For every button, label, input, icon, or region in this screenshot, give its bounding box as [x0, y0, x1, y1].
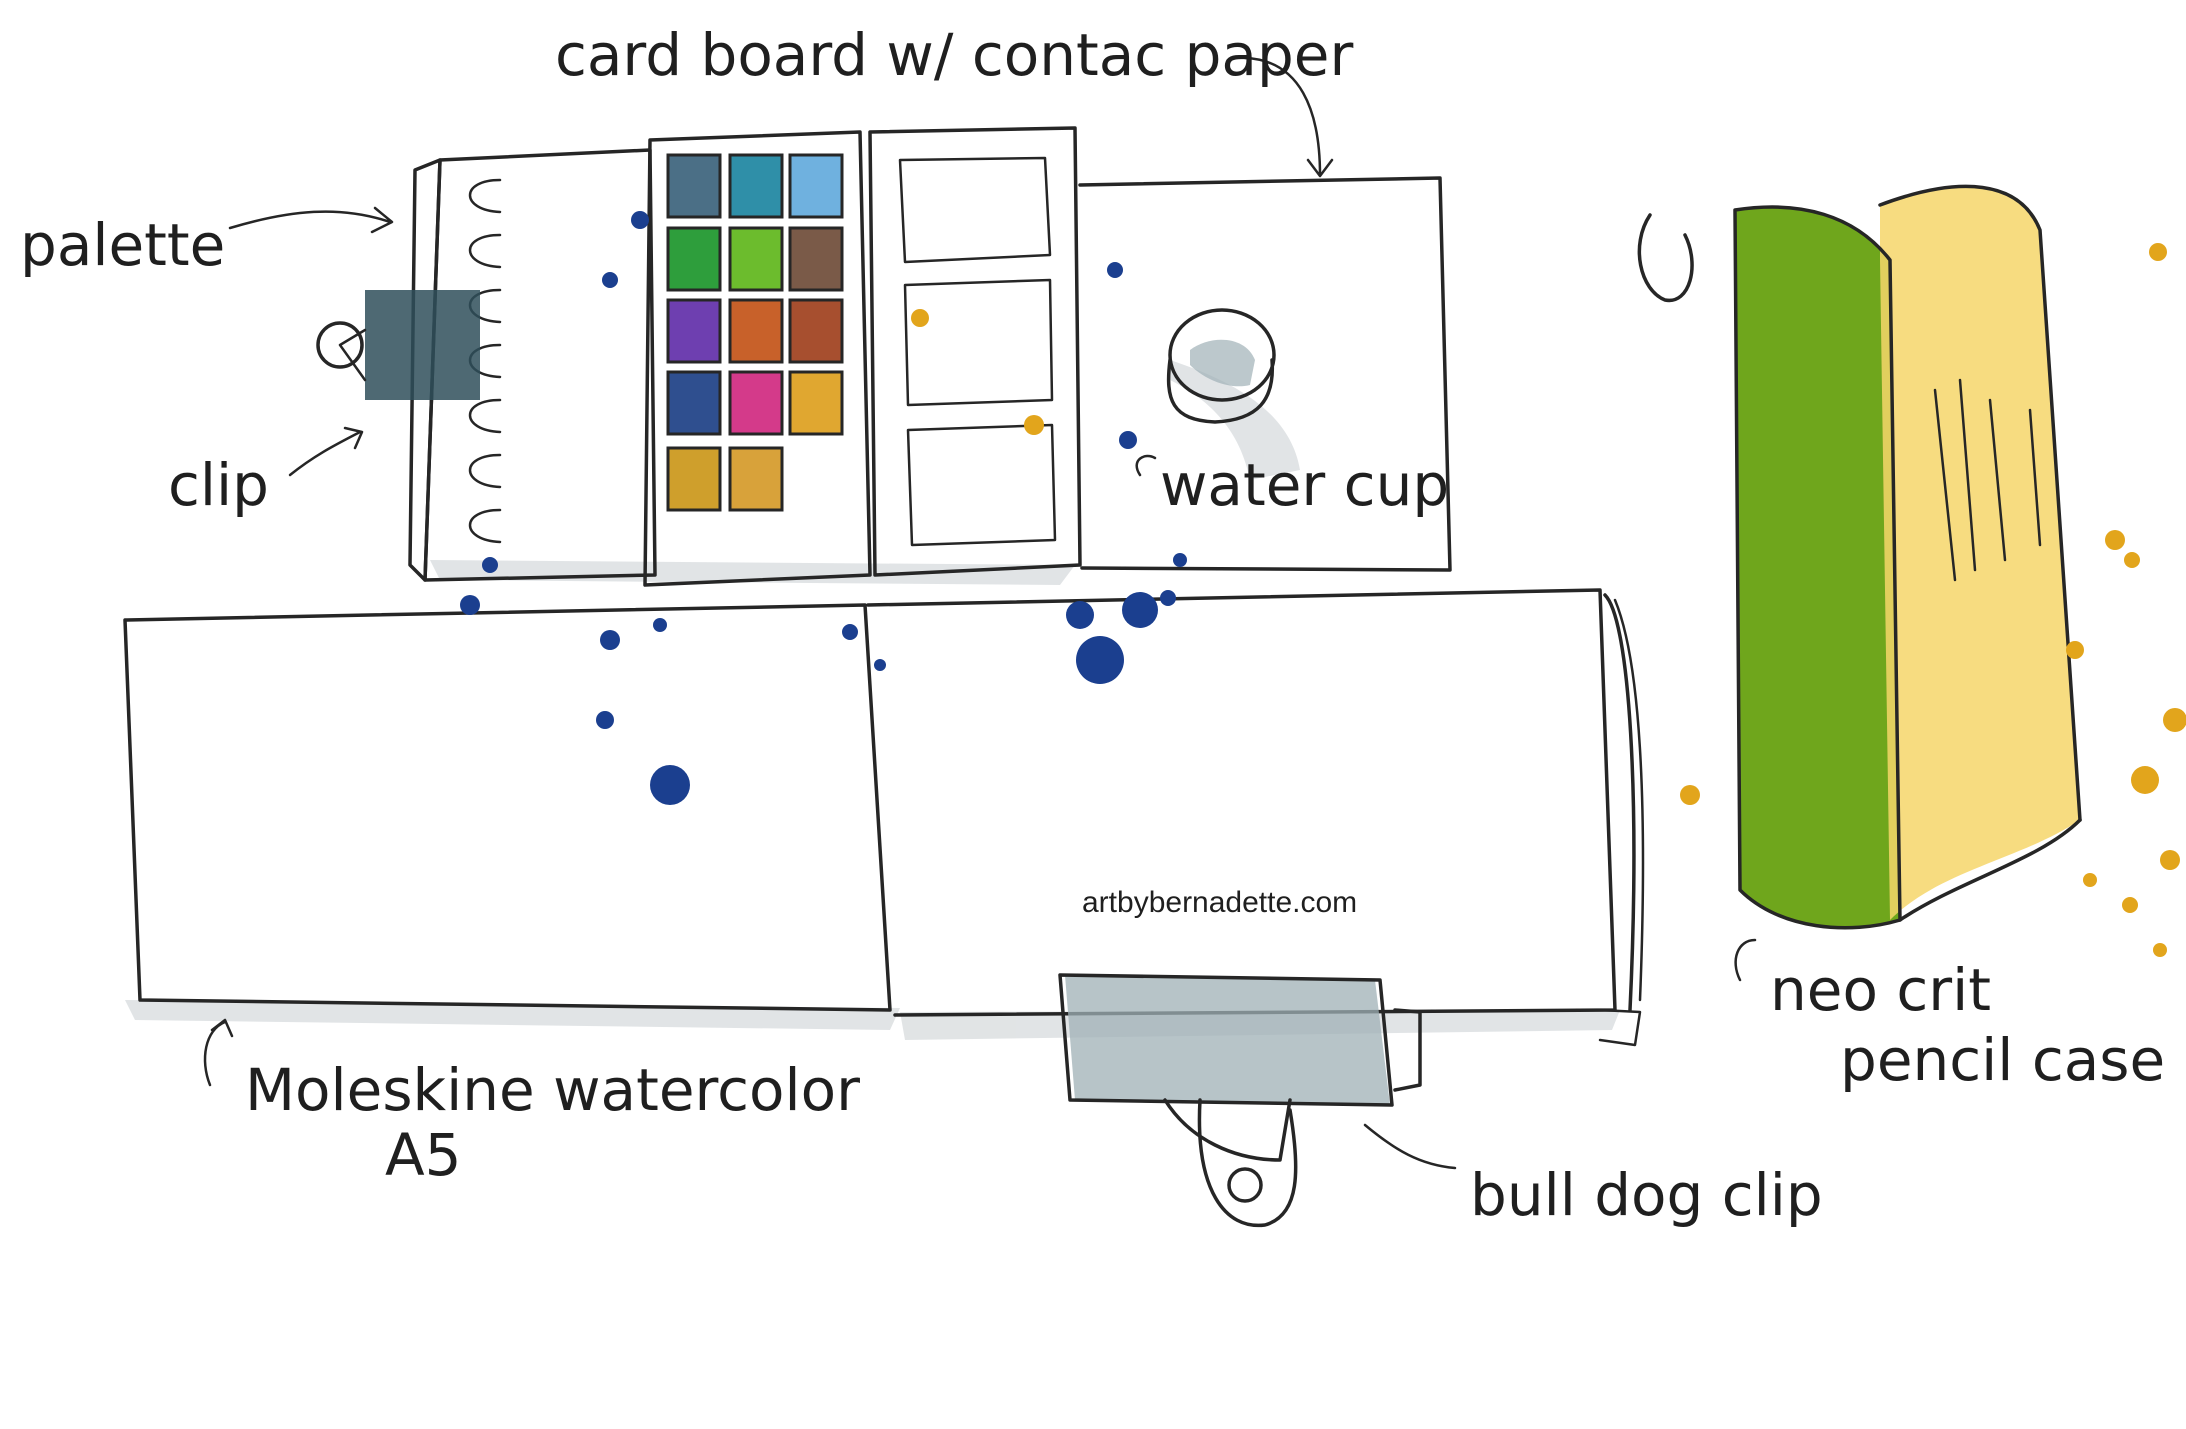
paint-swatches	[666, 153, 844, 512]
pencil-case	[1637, 184, 2082, 930]
paint-splatters	[460, 211, 2186, 957]
yellow-splatter	[911, 309, 929, 327]
blue-splatter	[1173, 553, 1187, 567]
blue-splatter	[600, 630, 620, 650]
paint-pan	[728, 153, 784, 219]
blue-splatter	[1107, 262, 1123, 278]
small-binder-clip	[316, 290, 480, 400]
paint-box	[643, 130, 872, 587]
blue-splatter	[602, 272, 618, 288]
moleskine-label-line2: A5	[385, 1121, 462, 1189]
blue-splatter	[596, 711, 614, 729]
yellow-splatter	[2122, 897, 2138, 913]
moleskine-sketchbook	[123, 588, 1645, 1047]
credit-url: artbybernadette.com	[1082, 886, 1357, 919]
blue-splatter	[842, 624, 858, 640]
cardboard-label: card board w/ contac paper	[555, 21, 1353, 89]
yellow-splatter	[2163, 708, 2186, 732]
pencil-case-label-line2: pencil case	[1840, 1026, 2165, 1094]
pencil-case-label-line1: neo crit	[1770, 956, 1991, 1024]
palette-binder	[408, 148, 657, 582]
blue-splatter	[1160, 590, 1176, 606]
paint-pan	[788, 370, 844, 436]
paint-pan	[666, 153, 722, 219]
yellow-splatter	[2105, 530, 2125, 550]
yellow-splatter	[2149, 243, 2167, 261]
blue-splatter	[874, 659, 886, 671]
cardboard-panel	[1078, 176, 1452, 572]
water-cup-label: water cup	[1160, 451, 1449, 519]
yellow-splatter	[2131, 766, 2159, 794]
bulldog-clip	[1058, 973, 1422, 1228]
paint-pan	[728, 298, 784, 364]
paint-pan	[788, 153, 844, 219]
paint-pan	[728, 370, 784, 436]
yellow-splatter	[2124, 552, 2140, 568]
paint-pan	[666, 298, 722, 364]
paint-pan	[788, 226, 844, 292]
paint-pan	[666, 446, 722, 512]
paint-pan	[666, 226, 722, 292]
water-cup	[1166, 308, 1276, 424]
yellow-splatter	[2160, 850, 2180, 870]
paint-pan	[728, 446, 784, 512]
bulldog-clip-label: bull dog clip	[1470, 1161, 1823, 1229]
yellow-splatter	[2083, 873, 2097, 887]
mixing-tray	[868, 126, 1082, 577]
blue-splatter	[482, 557, 498, 573]
clip-label: clip	[168, 451, 269, 519]
yellow-splatter	[2066, 641, 2084, 659]
blue-splatter	[631, 211, 649, 229]
paint-pan	[728, 226, 784, 292]
yellow-splatter	[1680, 785, 1700, 805]
blue-splatter	[1066, 601, 1094, 629]
blue-splatter	[1119, 431, 1137, 449]
yellow-splatter	[2153, 943, 2167, 957]
annotation-arrows	[203, 56, 1757, 1170]
blue-splatter	[460, 595, 480, 615]
paint-pan	[788, 298, 844, 364]
paint-pan	[666, 370, 722, 436]
blue-splatter	[650, 765, 690, 805]
moleskine-label-line1: Moleskine watercolor	[245, 1056, 860, 1124]
palette-label: palette	[20, 211, 225, 279]
yellow-splatter	[1024, 415, 1044, 435]
blue-splatter	[1122, 592, 1158, 628]
blue-splatter	[1076, 636, 1124, 684]
blue-splatter	[653, 618, 667, 632]
